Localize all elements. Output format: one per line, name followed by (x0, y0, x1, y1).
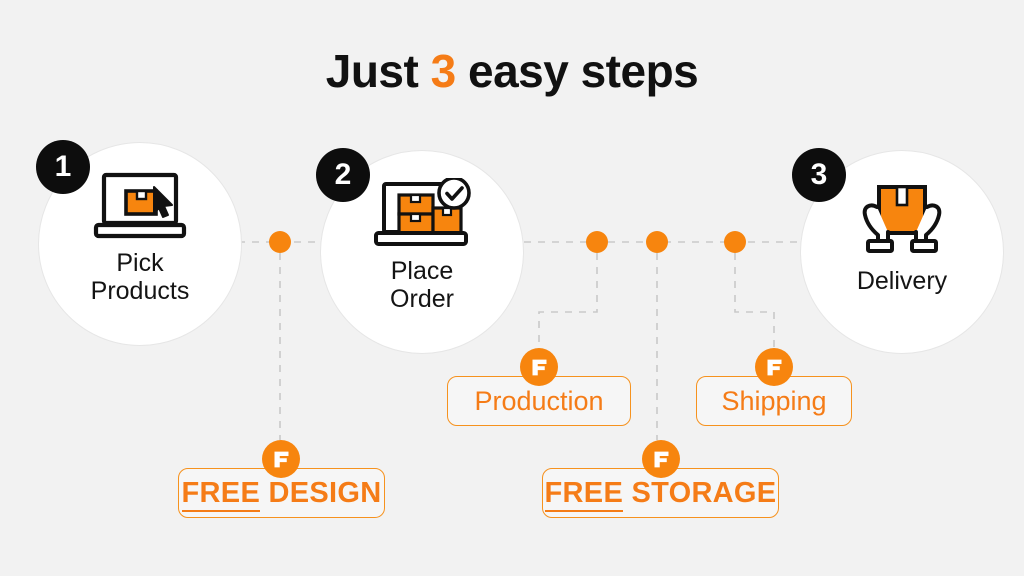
step-label-delivery: Delivery (856, 267, 948, 295)
tag-label-free-storage: FREE STORAGE (544, 476, 777, 512)
step-number-badge-3: 3 (792, 148, 846, 202)
f-logo-icon-shipping (755, 348, 793, 386)
step-card-delivery[interactable]: Delivery (800, 150, 1004, 354)
title-suffix: easy steps (455, 45, 699, 97)
connector-dot-shipping (724, 231, 746, 253)
connector-dot-production (586, 231, 608, 253)
page-title: Just 3 easy steps (0, 44, 1024, 98)
tag-rest-storage: STORAGE (623, 476, 777, 509)
f-logo-icon-design (262, 440, 300, 478)
title-prefix: Just (325, 45, 431, 97)
step-label-pick-products: Pick Products (90, 249, 190, 305)
place-order-icon (370, 178, 474, 253)
tag-label-production: Production (474, 385, 604, 416)
title-number: 3 (430, 45, 457, 97)
step-label-place-order: Place Order (390, 257, 454, 313)
f-logo-icon-storage (642, 440, 680, 478)
tag-free-storage[interactable]: FREE STORAGE (542, 468, 779, 518)
tag-label-free-design: FREE DESIGN (181, 476, 382, 512)
step-number-badge-1: 1 (36, 140, 90, 194)
tag-rest-design: DESIGN (260, 476, 382, 509)
f-logo-icon-production (520, 348, 558, 386)
line-to-production (538, 253, 598, 348)
tag-underlined-word-design: FREE (181, 476, 261, 512)
tag-label-shipping: Shipping (721, 385, 827, 416)
line-to-shipping (734, 253, 775, 348)
tag-shipping[interactable]: Shipping (696, 376, 852, 426)
connector-dot-storage (646, 231, 668, 253)
connector-dot-design (269, 231, 291, 253)
tag-underlined-word-storage: FREE (544, 476, 624, 512)
delivery-icon (850, 183, 954, 257)
step-number-badge-2: 2 (316, 148, 370, 202)
pick-products-icon (92, 171, 188, 245)
